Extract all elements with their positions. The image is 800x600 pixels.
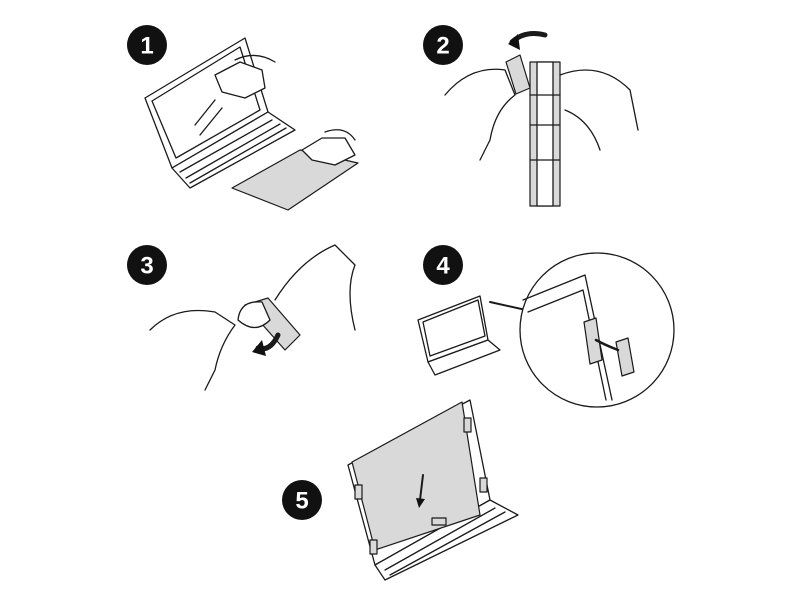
step-2: 2 (423, 25, 639, 207)
left-hand-icon (149, 309, 236, 391)
step-number: 5 (295, 488, 308, 515)
step-4-badge: 4 (423, 245, 463, 285)
arrow-head-icon (416, 498, 425, 508)
adhesive-tab (583, 317, 603, 365)
arrow-icon (594, 338, 620, 352)
down-arrow-icon (419, 474, 424, 501)
adhesive-tab (505, 54, 531, 95)
cleaning-cloth-hand-icon (301, 129, 356, 166)
right-hand-icon (559, 69, 639, 151)
adhesive-tab (615, 337, 635, 377)
screen-filter-sheet (231, 149, 359, 211)
cleaning-cloth-hand-icon (214, 54, 276, 99)
step-5: 5 (282, 399, 519, 581)
step-number: 1 (140, 33, 153, 60)
step-4: 4 (417, 245, 675, 408)
step-number: 2 (436, 33, 449, 60)
right-hand-icon (274, 244, 356, 331)
arrow-head-icon (252, 340, 266, 356)
tab-liner (237, 301, 271, 329)
step-2-badge: 2 (423, 25, 463, 65)
step-1: 1 (127, 25, 359, 211)
privacy-screen-filter (351, 401, 481, 551)
left-hand-icon (444, 68, 516, 161)
step-3: 3 (127, 244, 356, 391)
arrow-head-icon (508, 34, 520, 50)
step-number: 4 (436, 253, 450, 280)
adhesive-tab-strip (529, 61, 561, 207)
step-number: 3 (140, 253, 153, 280)
adhesive-tabs (354, 417, 488, 555)
magnified-detail (519, 252, 675, 408)
step-1-badge: 1 (127, 25, 167, 65)
small-laptop-illustration (417, 295, 501, 376)
step-3-badge: 3 (127, 245, 167, 285)
step-5-badge: 5 (282, 480, 322, 520)
